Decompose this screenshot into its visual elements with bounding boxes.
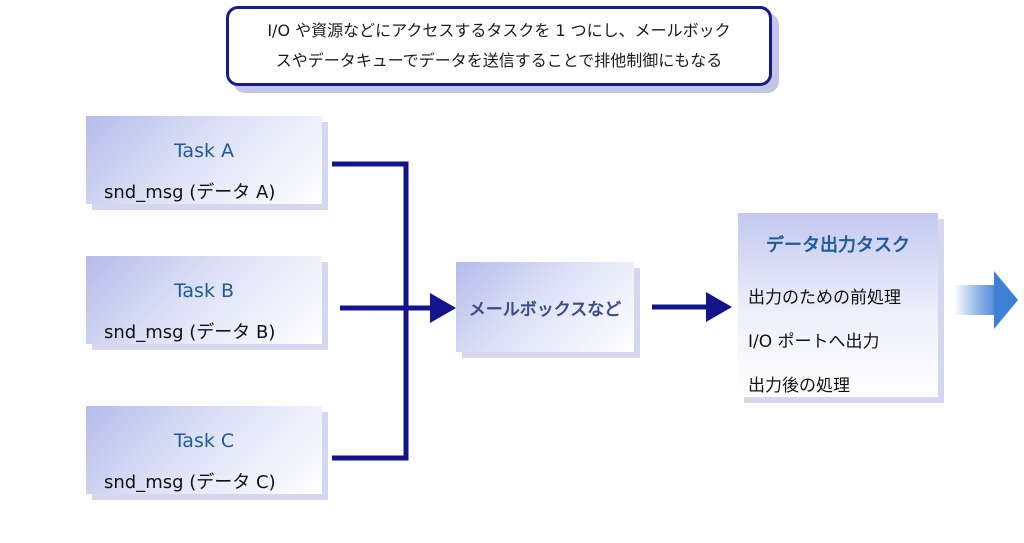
output-step-3: 出力後の処理 [748,376,850,396]
task-c-call: snd_msg (データ C) [104,472,276,493]
connector-task-a [332,161,409,308]
output-step-1: 出力のための前処理 [748,288,901,308]
note-line-2: スやデータキューでデータを送信することで排他制御にもなる [275,51,723,70]
arrowhead-to-mailbox [430,293,456,323]
task-a-box: Task A snd_msg (データ A) [86,116,322,204]
task-c-title: Task C [173,430,235,452]
output-task-title: データ出力タスク [766,235,910,256]
task-c-box: Task C snd_msg (データ C) [86,406,322,494]
output-arrow-icon [954,271,1018,329]
output-task-box: データ出力タスク 出力のための前処理 I/O ポートへ出力 出力後の処理 [738,213,938,397]
task-b-title: Task B [173,280,235,302]
connector-task-c [332,308,409,461]
note-line-1: I/O や資源などにアクセスするタスクを 1 つにし、メールボック [267,21,731,40]
task-b-box: Task B snd_msg (データ B) [86,256,322,344]
output-step-2: I/O ポートへ出力 [748,332,880,352]
mailbox-label: メールボックスなど [468,299,622,320]
mailbox-box: メールボックスなど [456,262,634,352]
explanation-note: I/O や資源などにアクセスするタスクを 1 つにし、メールボック スやデータキ… [226,6,772,86]
task-b-call: snd_msg (データ B) [104,322,276,343]
arrowhead-to-output-task [706,292,732,322]
task-a-call: snd_msg (データ A) [104,182,276,203]
task-a-title: Task A [173,140,235,162]
